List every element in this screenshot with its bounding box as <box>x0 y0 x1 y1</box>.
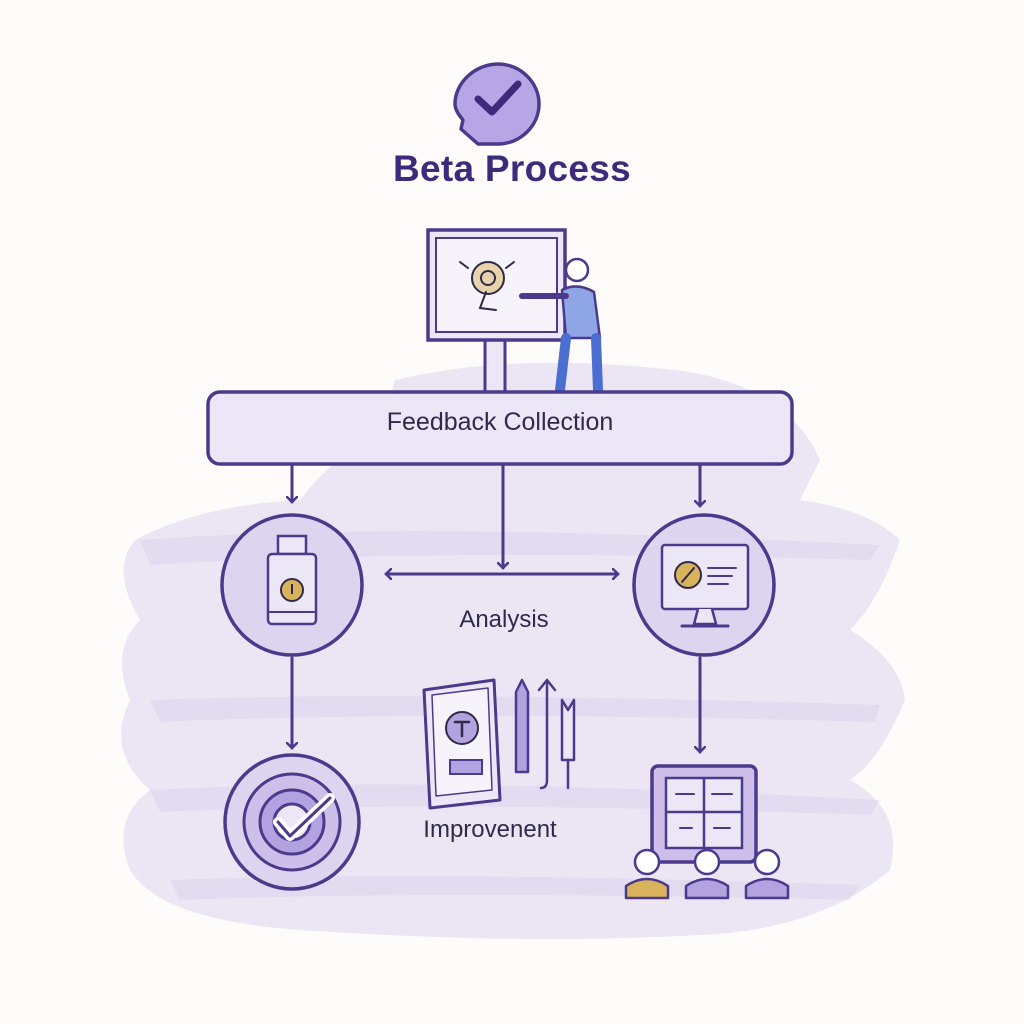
team-board-icon <box>624 764 790 900</box>
document-tools-icon <box>422 678 576 810</box>
monitor-dashboard-icon <box>632 513 776 657</box>
improvement-label: Improvenent <box>423 816 557 843</box>
analysis-label: Analysis <box>459 606 549 633</box>
connector-arrows <box>292 464 700 754</box>
whiteboard-presenter-icon <box>426 228 603 395</box>
target-check-icon <box>223 753 361 891</box>
feedback-collection-banner <box>206 390 794 466</box>
speech-bubble-check-icon <box>453 62 541 146</box>
device-gauge-icon <box>220 513 364 657</box>
feedback-collection-label: Feedback Collection <box>386 408 614 436</box>
diagram-title: Beta Process <box>392 148 632 189</box>
